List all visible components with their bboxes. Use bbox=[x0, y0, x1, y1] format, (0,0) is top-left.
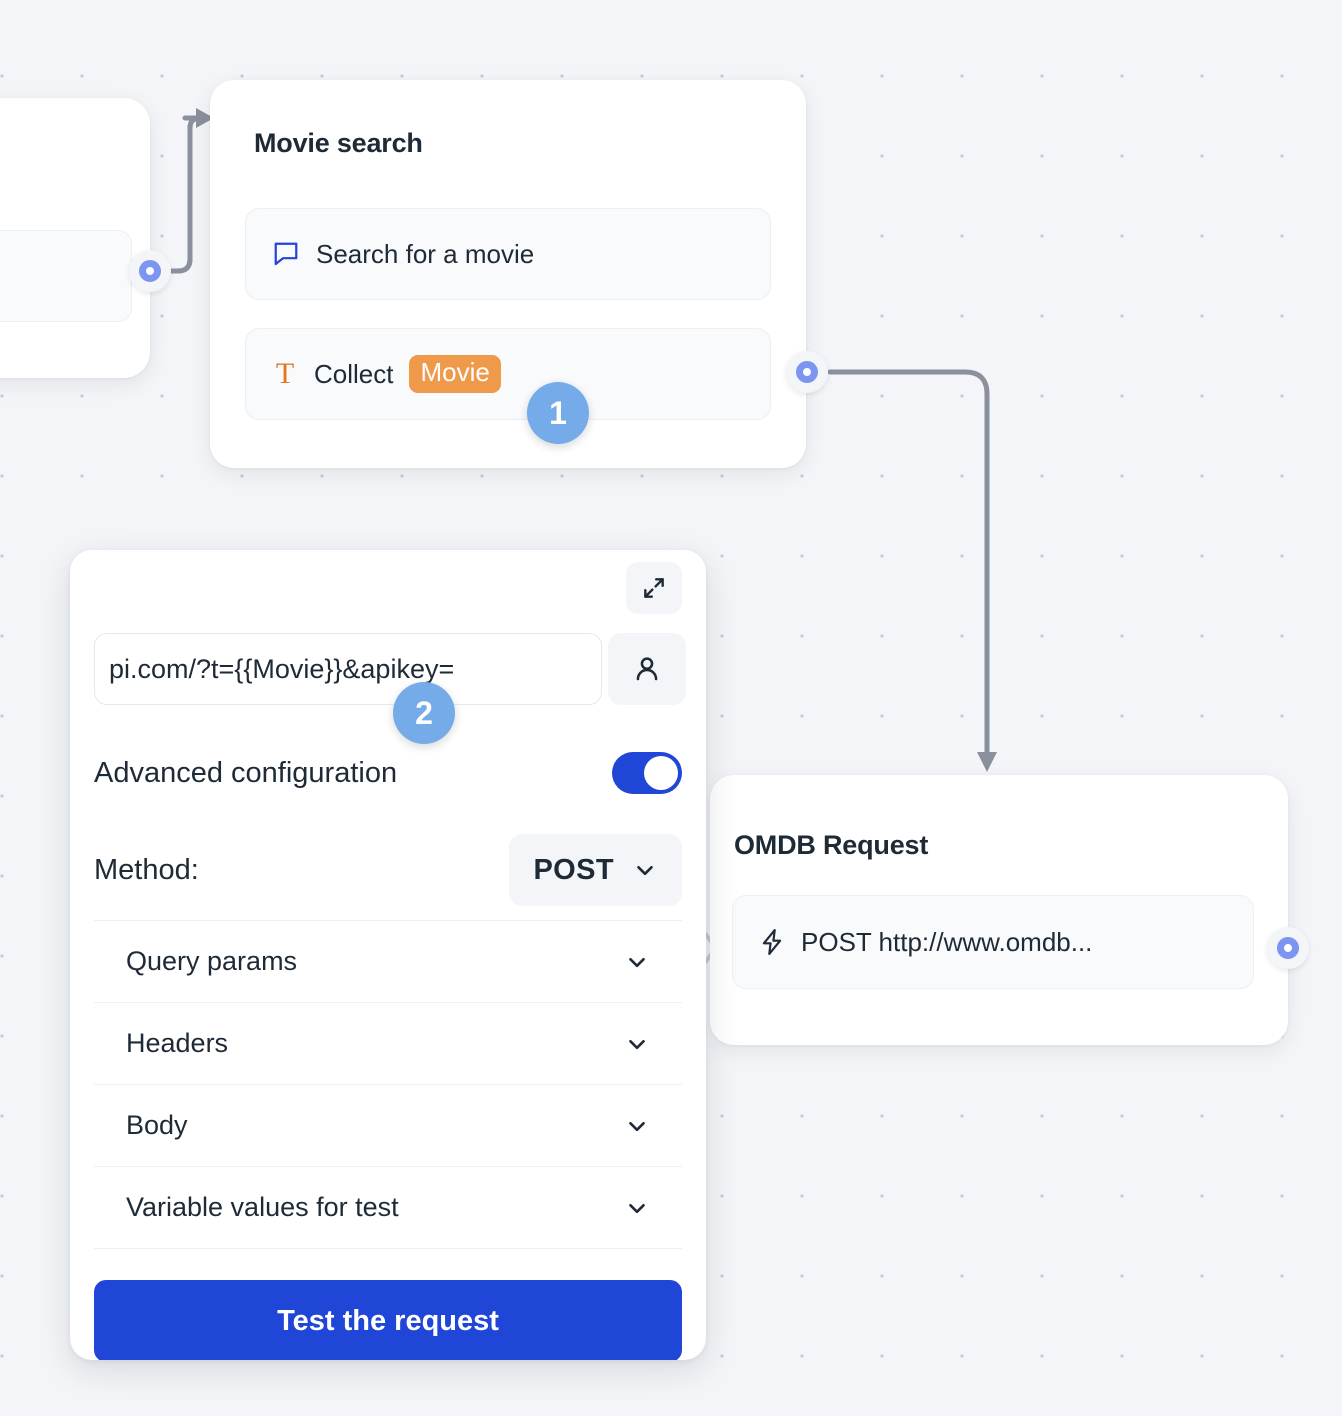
node-row-collect-movie[interactable]: T Collect Movie bbox=[245, 328, 771, 420]
test-the-request-button[interactable]: Test the request bbox=[94, 1280, 682, 1360]
toggle-knob bbox=[644, 756, 678, 790]
edge-left-to-movie bbox=[169, 115, 201, 274]
method-select[interactable]: POST bbox=[509, 834, 682, 906]
node-row-label: POST http://www.omdb... bbox=[801, 926, 1093, 957]
request-url-input[interactable] bbox=[94, 633, 602, 705]
text-t-icon: T bbox=[275, 357, 295, 390]
step-badge-2: 2 bbox=[393, 682, 455, 744]
section-label: Variable values for test bbox=[126, 1192, 399, 1222]
section-variable-values-for-test[interactable]: Variable values for test bbox=[94, 1166, 682, 1248]
method-label: Method: bbox=[94, 853, 199, 886]
authentication-button[interactable] bbox=[608, 633, 686, 705]
node-row-label: Search for a movie bbox=[316, 238, 535, 269]
lightning-bolt-icon bbox=[762, 928, 782, 955]
request-config-panel: Advanced configuration Method: POST Quer… bbox=[70, 550, 706, 1360]
advanced-configuration-row: Advanced configuration bbox=[94, 745, 682, 801]
port-output-movie-search[interactable] bbox=[786, 351, 828, 393]
person-icon bbox=[636, 657, 658, 681]
node-card-movie-search[interactable]: Movie search Search for a movie T Collec… bbox=[210, 80, 806, 468]
port-output-omdb-request[interactable] bbox=[1267, 927, 1309, 969]
edge-arrow-head-omdb bbox=[977, 752, 997, 772]
chevron-down-icon bbox=[624, 1113, 682, 1139]
advanced-configuration-toggle[interactable] bbox=[612, 752, 682, 794]
expand-panel-button[interactable] bbox=[626, 562, 682, 614]
chevron-down-icon bbox=[624, 949, 682, 975]
chevron-down-icon bbox=[624, 1195, 682, 1221]
node-row-search-for-a-movie[interactable]: Search for a movie bbox=[245, 208, 771, 300]
message-bubble-icon bbox=[274, 242, 298, 266]
section-query-params[interactable]: Query params bbox=[94, 920, 682, 1002]
port-output-left-node[interactable] bbox=[129, 250, 171, 292]
section-label: Query params bbox=[126, 946, 298, 976]
variable-chip-movie[interactable]: Movie bbox=[409, 354, 501, 394]
node-title-omdb-request: OMDB Request bbox=[734, 830, 929, 860]
url-input-group bbox=[94, 633, 686, 705]
node-card-partial-left[interactable] bbox=[0, 98, 150, 378]
method-row: Method: POST bbox=[94, 834, 682, 906]
chevron-down-icon bbox=[637, 865, 653, 876]
advanced-configuration-label: Advanced configuration bbox=[94, 756, 398, 789]
section-label: Headers bbox=[126, 1028, 229, 1058]
node-title-movie-search: Movie search bbox=[254, 128, 423, 158]
chevron-down-icon bbox=[624, 1031, 682, 1057]
method-selected-value: POST bbox=[533, 853, 614, 886]
section-headers[interactable]: Headers bbox=[94, 1002, 682, 1084]
node-row-post-request[interactable]: POST http://www.omdb... bbox=[732, 895, 1254, 989]
section-body[interactable]: Body bbox=[94, 1084, 682, 1166]
node-row-placeholder bbox=[0, 230, 132, 322]
edge-movie-to-omdb bbox=[827, 369, 990, 755]
section-divider bbox=[94, 1248, 682, 1249]
section-label: Body bbox=[126, 1110, 188, 1140]
step-badge-1: 1 bbox=[527, 382, 589, 444]
expand-diagonal-icon bbox=[644, 578, 664, 598]
node-card-omdb-request[interactable]: OMDB Request POST http://www.omdb... bbox=[710, 775, 1288, 1045]
node-row-label: Collect bbox=[314, 358, 394, 389]
